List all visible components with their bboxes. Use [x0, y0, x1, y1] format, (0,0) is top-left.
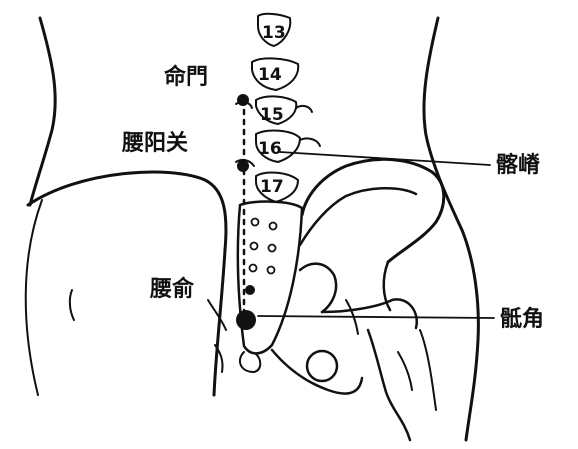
label-mingmen: 命門	[164, 64, 208, 90]
label-yaoshu: 腰俞	[149, 276, 195, 302]
vertebra-number-14: 14	[258, 65, 282, 85]
yaoshu-point	[236, 310, 256, 330]
vertebra-number-labels: 13 14 15 16 17	[258, 23, 286, 197]
mingmen-point	[237, 94, 249, 106]
right-pelvis	[270, 157, 446, 442]
vertebra-number-16: 16	[258, 139, 282, 159]
vertebra-number-15: 15	[260, 105, 284, 125]
vertebra-number-17: 17	[260, 177, 284, 197]
left-gluteal-region	[24, 170, 228, 397]
yaoyangguan-point	[237, 160, 249, 172]
leader-lines	[257, 151, 495, 319]
label-yaoyangguan: 腰阳关	[121, 130, 188, 156]
upper-sacral-point	[245, 285, 255, 295]
acupoints	[236, 94, 256, 330]
label-iliac-crest: 髂嵴	[496, 152, 541, 178]
label-sacral-horn: 骶角	[500, 306, 544, 332]
vertebra-number-13: 13	[262, 23, 286, 43]
body-outline	[28, 16, 480, 442]
sacrum	[236, 200, 304, 373]
